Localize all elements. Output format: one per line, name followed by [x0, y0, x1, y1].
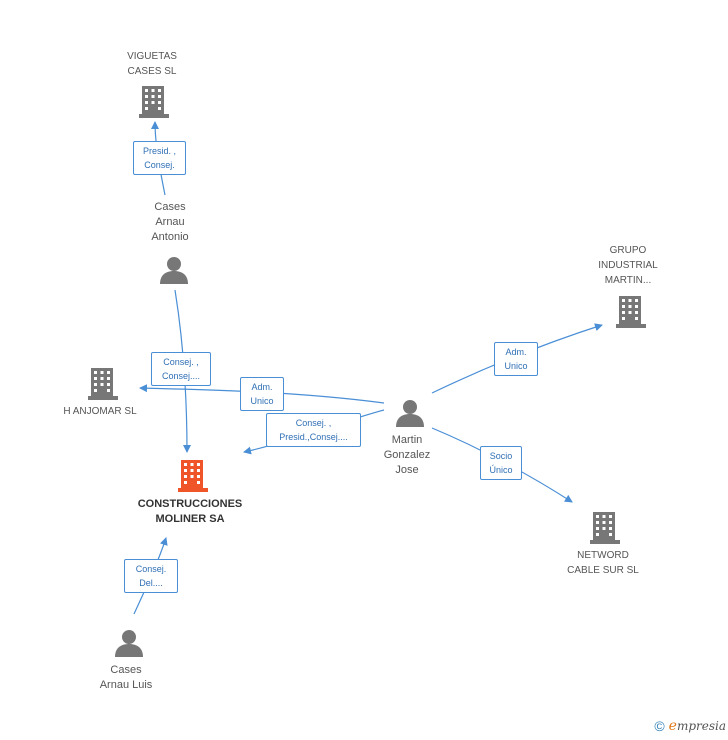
edge-label-luis-construcciones[interactable]: Consej. Del.... — [124, 559, 178, 593]
edge-label-line: Presid. , — [142, 146, 176, 156]
edge-label-martin-construcciones[interactable]: Consej. , Presid.,Consej.... — [266, 413, 361, 447]
node-grupo-label[interactable]: GRUPO INDUSTRIAL MARTIN... — [588, 243, 668, 288]
node-cases-antonio-line-1: Cases — [154, 201, 186, 213]
edge-label-line: Único — [489, 465, 513, 475]
edge-label-martin-anjomar[interactable]: Adm. Unico — [240, 377, 284, 411]
edge-label-martin-netword[interactable]: Socio Único — [480, 446, 522, 480]
building-icon[interactable] — [590, 510, 620, 544]
edge-label-line: Consej. — [144, 160, 175, 170]
edge-label-line: Consej.... — [161, 371, 201, 381]
node-h-anjomar-line-1: H ANJOMAR SL — [63, 406, 137, 417]
node-viguetas-line-2: CASES SL — [127, 66, 177, 77]
node-viguetas-label[interactable]: VIGUETAS CASES SL — [112, 49, 192, 79]
footer-brand[interactable]: © empresia — [654, 718, 726, 734]
node-netword-label[interactable]: NETWORD CABLE SUR SL — [558, 548, 648, 578]
node-grupo-line-1: GRUPO — [609, 245, 647, 256]
node-martin-line-1: Martin — [391, 434, 423, 446]
node-cases-antonio-label[interactable]: Cases Arnau Antonio — [130, 200, 210, 245]
node-construcciones-line-2: MOLINER SA — [155, 513, 225, 525]
edge-label-line: Consej. — [135, 564, 167, 574]
edge-label-line: Adm. — [251, 382, 273, 392]
edge-label-antonio-construcciones[interactable]: Consej. , Consej.... — [151, 352, 211, 386]
node-viguetas-line-1: VIGUETAS — [127, 51, 177, 62]
building-icon[interactable] — [139, 84, 169, 118]
node-martin-line-3: Jose — [395, 464, 419, 476]
building-icon[interactable] — [88, 366, 118, 400]
node-cases-luis-line-1: Cases — [110, 664, 142, 676]
edge-label-antonio-viguetas[interactable]: Presid. , Consej. — [133, 141, 186, 175]
edge-label-line: Presid.,Consej.... — [279, 432, 348, 442]
edge-label-line: Socio — [489, 451, 513, 461]
edge-label-line: Adm. — [505, 347, 527, 357]
building-icon[interactable] — [616, 294, 646, 328]
edge-label-line: Unico — [504, 361, 528, 371]
node-cases-antonio-line-3: Antonio — [151, 231, 189, 243]
empresia-logo: empresia — [669, 718, 726, 734]
edge-label-line: Consej. , — [295, 418, 332, 428]
edge-label-line: Unico — [250, 396, 274, 406]
brand-initial: e — [668, 718, 677, 734]
node-grupo-line-3: MARTIN... — [604, 275, 652, 286]
node-martin-label[interactable]: Martin Gonzalez Jose — [367, 433, 447, 478]
brand-rest: mpresia — [676, 719, 726, 733]
node-martin-line-2: Gonzalez — [383, 449, 431, 461]
building-icon[interactable] — [178, 458, 208, 492]
person-icon[interactable] — [114, 629, 144, 657]
edge-label-martin-grupo[interactable]: Adm. Unico — [494, 342, 538, 376]
copyright-icon: © — [654, 718, 665, 734]
node-cases-luis-label[interactable]: Cases Arnau Luis — [86, 663, 166, 693]
edge-label-line: Consej. , — [163, 357, 199, 367]
node-netword-line-2: CABLE SUR SL — [567, 565, 639, 576]
node-grupo-line-2: INDUSTRIAL — [598, 260, 658, 271]
node-construcciones-label[interactable]: CONSTRUCCIONES MOLINER SA — [125, 497, 255, 527]
node-construcciones-line-1: CONSTRUCCIONES — [137, 498, 243, 510]
person-icon[interactable] — [395, 399, 425, 427]
person-icon[interactable] — [159, 256, 189, 284]
node-cases-antonio-line-2: Arnau — [155, 216, 185, 228]
node-cases-luis-line-2: Arnau Luis — [99, 679, 153, 691]
node-h-anjomar-label[interactable]: H ANJOMAR SL — [50, 404, 150, 419]
edge-label-line: Del.... — [139, 578, 163, 588]
node-netword-line-1: NETWORD — [577, 550, 629, 561]
